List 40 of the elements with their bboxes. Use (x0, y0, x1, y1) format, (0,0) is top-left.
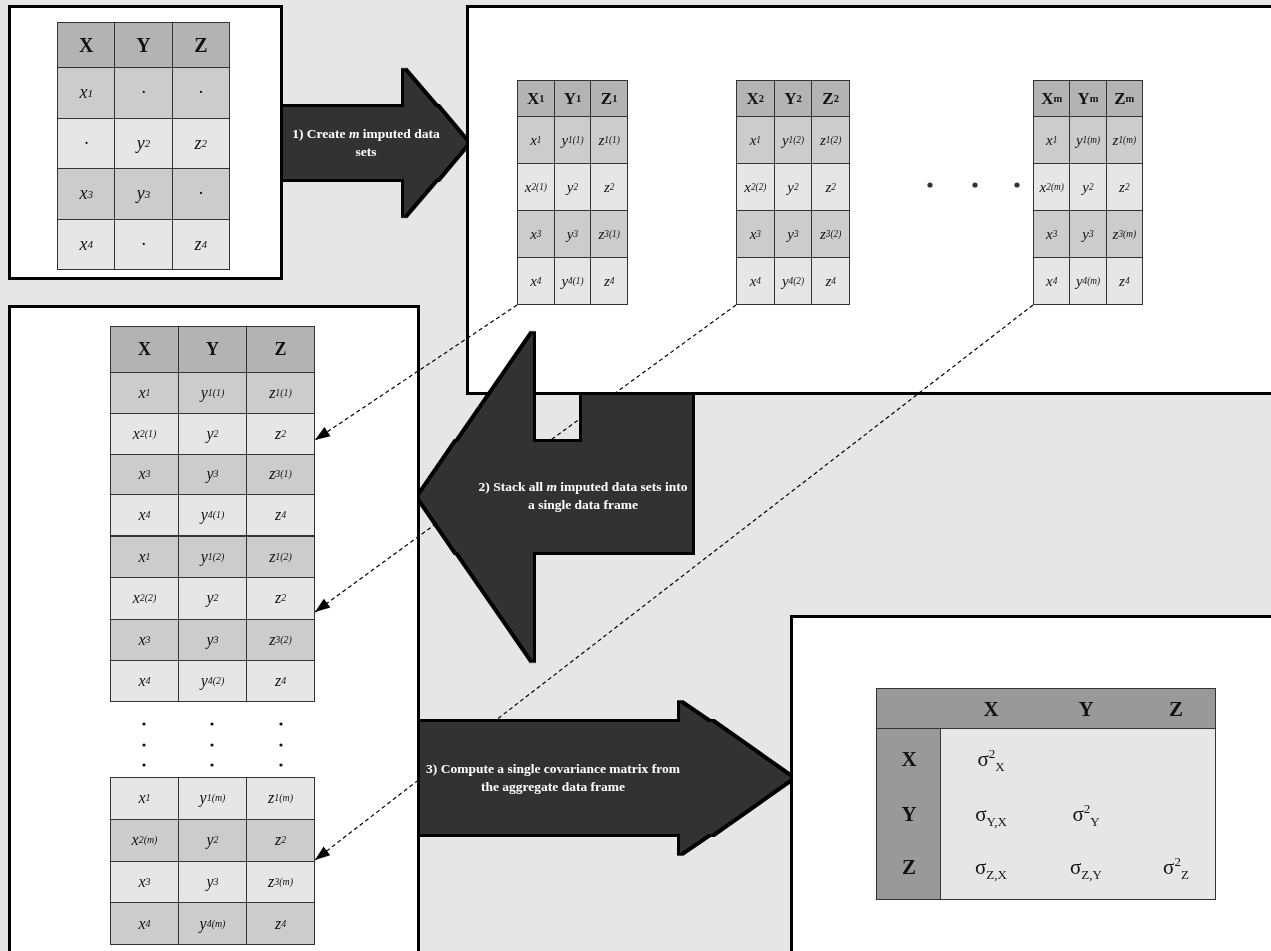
table-cell: · (172, 169, 229, 219)
table-cell: · (115, 68, 172, 118)
matrix-header: Y (1078, 696, 1094, 722)
edge-label-text: 3) Compute a single covariance matrix from the aggregate data frame (426, 760, 680, 796)
block-arrow (283, 70, 466, 216)
panel (790, 615, 1271, 951)
edge-label-text: 1) Create m imputed data sets (291, 125, 441, 161)
matrix-header: Z (1169, 696, 1183, 722)
matrix-header: X (901, 746, 917, 772)
table-cell: · (115, 219, 172, 269)
table-header-cell: X (58, 23, 115, 67)
panel (466, 5, 1271, 395)
table-header-cell: Z (172, 23, 229, 67)
matrix-header: X (983, 696, 999, 722)
data-table (110, 326, 315, 536)
matrix-entry: σ$_{Y,X}$ (975, 801, 1007, 827)
table-cell: · (58, 118, 115, 168)
data-table (110, 777, 315, 945)
covariance-matrix (876, 688, 1216, 900)
edge-label-text: 2) Stack all m imputed data sets into a single data frame (477, 478, 689, 514)
data-table (1033, 80, 1143, 305)
data-table (57, 22, 230, 270)
data-table (736, 80, 850, 305)
data-table (110, 536, 315, 702)
dashed-arrow (314, 304, 518, 441)
matrix-header: Z (902, 854, 916, 880)
matrix-entry: σ$_{Z,Y}$ (1070, 854, 1102, 880)
panel (8, 5, 283, 280)
table-header-cell: Y (115, 23, 172, 67)
matrix-entry: σ$_{Z,X}$ (975, 854, 1007, 880)
block-arrow (420, 703, 790, 853)
table-header-cell: Y (179, 327, 246, 372)
dashed-arrow (314, 304, 1034, 861)
table-header-cell: Z (247, 327, 314, 372)
table-header-cell: X (111, 327, 178, 372)
table-cell: · (172, 68, 229, 118)
matrix-header: Y (901, 801, 917, 827)
block-arrow (420, 333, 692, 661)
data-table (517, 80, 628, 305)
panel (8, 305, 420, 951)
